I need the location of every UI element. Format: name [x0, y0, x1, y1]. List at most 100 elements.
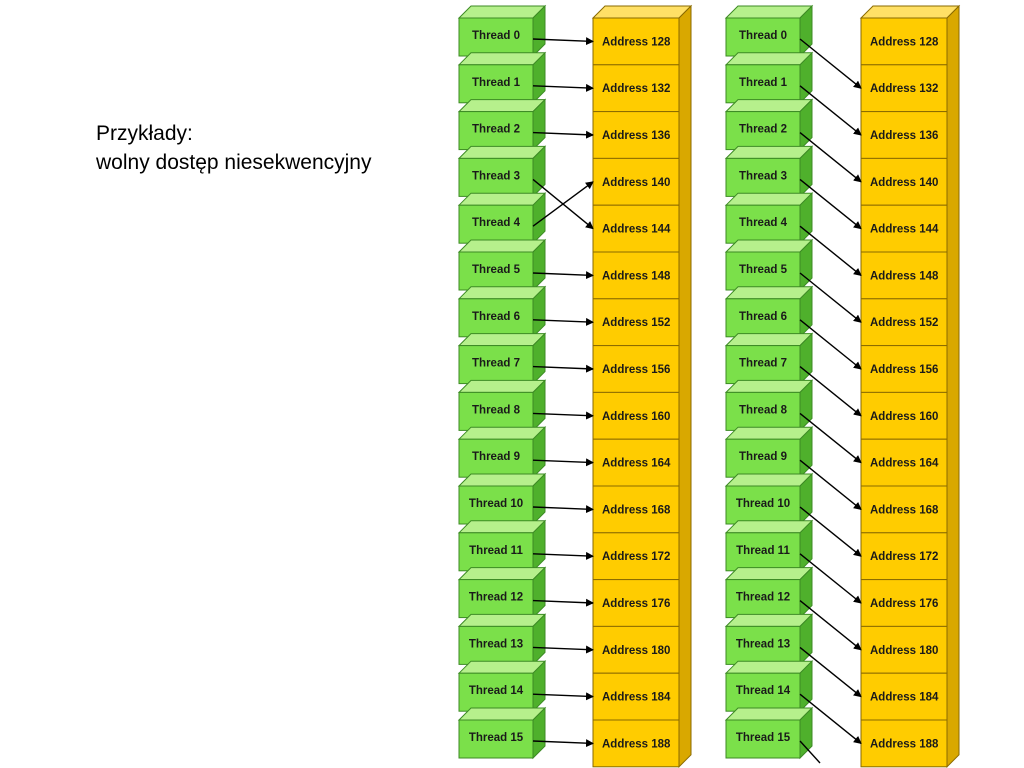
thread-block-top	[724, 99, 814, 113]
thread-label: Thread 14	[469, 685, 524, 697]
thread-label: Thread 1	[472, 77, 521, 89]
thread-label: Thread 5	[472, 264, 521, 276]
thread-block-face	[458, 17, 534, 57]
thread-label: Thread 4	[739, 217, 788, 229]
address-cell: Address 140	[592, 157, 680, 206]
thread-block: Thread 12	[457, 566, 547, 619]
thread-label: Thread 0	[739, 30, 787, 42]
thread-label: Thread 9	[472, 451, 520, 463]
thread-block: Thread 2	[724, 98, 814, 151]
access-arrow	[799, 272, 862, 323]
address-cell: Address 152	[592, 298, 680, 347]
thread-block-face	[458, 579, 534, 619]
thread-block-top	[457, 192, 547, 206]
address-cell-face	[592, 438, 680, 487]
address-cell-face	[860, 579, 948, 627]
address-label: Address 128	[870, 36, 939, 48]
access-arrow	[799, 225, 862, 277]
thread-block-top	[724, 707, 814, 721]
address-label: Address 176	[602, 598, 670, 610]
thread-label: Thread 15	[736, 732, 791, 744]
thread-block-top	[724, 520, 814, 534]
thread-label: Thread 10	[469, 498, 523, 510]
address-cell: Address 180	[592, 625, 680, 674]
address-label: Address 188	[602, 738, 671, 750]
address-label: Address 184	[870, 692, 939, 704]
address-label: Address 168	[870, 504, 939, 516]
address-cell-face	[860, 391, 948, 440]
access-arrow	[799, 600, 862, 651]
thread-label: Thread 7	[739, 358, 787, 370]
thread-block-top	[457, 99, 547, 113]
thread-label: Thread 2	[472, 124, 520, 136]
thread-block-face	[725, 157, 801, 197]
thread-block-top	[724, 613, 814, 627]
thread-block-top	[457, 660, 547, 674]
thread-label: Thread 12	[736, 592, 790, 604]
access-arrow	[799, 319, 862, 370]
address-cell-face	[592, 579, 680, 627]
address-cell-face	[592, 251, 680, 300]
address-cell: Address 188	[592, 719, 680, 768]
thread-label: Thread 10	[736, 498, 790, 510]
access-arrow	[799, 459, 862, 511]
thread-label: Thread 9	[739, 451, 787, 463]
thread-block: Thread 3	[457, 145, 547, 198]
address-cell: Address 128	[592, 17, 680, 66]
access-arrow	[532, 692, 594, 701]
thread-block-top	[457, 286, 547, 300]
thread-block-top	[724, 239, 814, 253]
thread-block-top	[457, 239, 547, 253]
thread-block: Thread 4	[457, 191, 547, 245]
access-arrow	[799, 693, 862, 745]
thread-block-face	[725, 625, 801, 665]
thread-label: Thread 15	[469, 732, 524, 744]
thread-block: Thread 10	[457, 472, 547, 526]
address-label: Address 136	[870, 130, 938, 142]
address-label: Address 140	[870, 177, 938, 189]
thread-block-top	[457, 379, 547, 393]
address-label: Address 164	[602, 458, 671, 470]
thread-block-face	[725, 438, 801, 478]
address-label: Address 144	[870, 224, 939, 236]
access-arrow	[532, 364, 594, 373]
thread-block-top	[457, 5, 547, 19]
access-arrow	[532, 645, 594, 654]
thread-block-face	[458, 391, 534, 431]
thread-block: Thread 14	[724, 659, 814, 713]
address-cell-face	[592, 64, 680, 113]
address-cell: Address 128	[860, 17, 948, 66]
access-arrow	[799, 366, 862, 417]
thread-block-top	[724, 333, 814, 347]
address-label: Address 172	[870, 551, 938, 563]
thread-block-top	[457, 520, 547, 534]
thread-label: Thread 12	[469, 592, 523, 604]
address-label: Address 144	[602, 224, 671, 236]
address-label: Address 160	[602, 411, 670, 423]
address-cell-face	[860, 625, 948, 674]
thread-block: Thread 5	[724, 238, 814, 292]
thread-block: Thread 0	[724, 4, 814, 58]
address-cell: Address 184	[592, 672, 680, 721]
thread-block-top	[457, 567, 547, 581]
address-label: Address 160	[870, 411, 938, 423]
caption-subtitle: wolny dostęp niesekwencyjny	[96, 151, 372, 174]
thread-block: Thread 6	[724, 285, 814, 339]
thread-block-face	[458, 298, 534, 338]
address-cell: Address 168	[860, 485, 948, 534]
address-label: Address 168	[602, 504, 671, 516]
access-arrow	[532, 411, 594, 420]
address-cell-face	[592, 485, 680, 534]
address-cell: Address 164	[860, 438, 948, 487]
thread-block: Thread 5	[457, 238, 547, 292]
access-arrow	[532, 505, 594, 514]
thread-block: Thread 4	[724, 191, 814, 245]
thread-label: Thread 11	[736, 545, 790, 557]
address-cell: Address 176	[860, 579, 948, 627]
address-cell: Address 160	[592, 391, 680, 440]
access-arrow	[532, 739, 594, 748]
thread-block-face	[458, 625, 534, 665]
address-label: Address 136	[602, 130, 670, 142]
address-cell-face	[592, 391, 680, 440]
